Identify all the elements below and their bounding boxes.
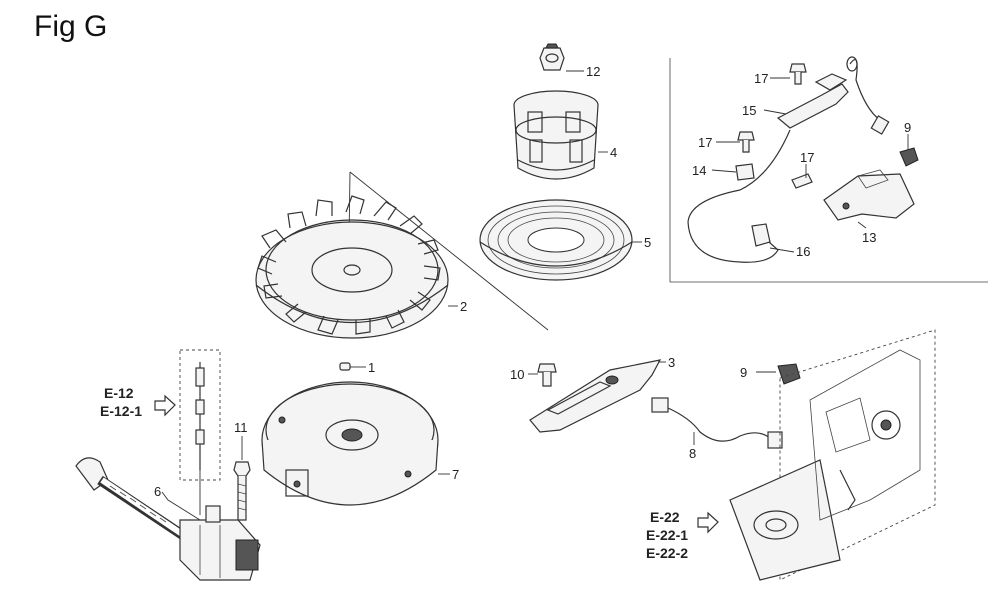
callout-4: 4 bbox=[610, 145, 617, 160]
part-17-screw-c bbox=[791, 173, 813, 189]
callout-1: 1 bbox=[368, 360, 375, 375]
inset-border bbox=[669, 58, 988, 283]
callout-9-upper: 9 bbox=[904, 120, 911, 135]
callout-9-lower: 9 bbox=[740, 365, 747, 380]
callout-10: 10 bbox=[510, 367, 524, 382]
part-17-screw-b bbox=[737, 131, 755, 153]
stop-wire bbox=[687, 56, 890, 263]
alignment-line-top bbox=[349, 171, 549, 331]
part-10-screw bbox=[537, 363, 557, 387]
part-2-flywheel-fan bbox=[255, 195, 449, 339]
callout-15: 15 bbox=[742, 103, 756, 118]
ref-label-e22-1: E-22-1 bbox=[646, 527, 688, 543]
callout-5: 5 bbox=[644, 235, 651, 250]
part-17-screw-a bbox=[789, 63, 807, 85]
part-13-stop-bracket bbox=[823, 169, 915, 221]
callout-7: 7 bbox=[452, 467, 459, 482]
callout-11: 11 bbox=[234, 420, 248, 435]
ref-label-e22: E-22 bbox=[650, 509, 680, 525]
part-14-clip bbox=[735, 163, 755, 181]
callout-14: 14 bbox=[692, 163, 706, 178]
part-11-bolt bbox=[233, 461, 251, 521]
callout-17-top: 17 bbox=[754, 71, 768, 86]
part-16-terminal bbox=[751, 223, 771, 247]
callout-2: 2 bbox=[460, 299, 467, 314]
ref-box-e12 bbox=[179, 349, 221, 481]
part-8-wire bbox=[651, 397, 783, 449]
callout-3: 3 bbox=[668, 355, 675, 370]
control-base-panel bbox=[729, 349, 921, 581]
part-9-clip-upper bbox=[899, 147, 919, 167]
part-9-clip-lower bbox=[777, 363, 801, 385]
callout-16: 16 bbox=[796, 244, 810, 259]
callout-13: 13 bbox=[862, 230, 876, 245]
part-6-ignition-coil bbox=[75, 457, 261, 581]
part-7-flywheel bbox=[261, 381, 439, 506]
ref-label-e12: E-12 bbox=[104, 385, 134, 401]
ref-label-e12-1: E-12-1 bbox=[100, 403, 142, 419]
figure-title: Fig G bbox=[34, 10, 108, 43]
part-5-screen-grid bbox=[479, 199, 633, 281]
ref-arrow-e22 bbox=[697, 511, 719, 534]
callout-8: 8 bbox=[689, 446, 696, 461]
callout-6: 6 bbox=[154, 484, 161, 499]
part-4-starter-cup bbox=[513, 90, 599, 180]
part-12-nut bbox=[539, 43, 565, 71]
part-1-key bbox=[339, 362, 351, 371]
part-3-cover bbox=[529, 359, 662, 433]
callout-12: 12 bbox=[586, 64, 600, 79]
callout-17-right: 17 bbox=[800, 150, 814, 165]
ref-arrow-e12 bbox=[154, 394, 176, 417]
part-15-bracket bbox=[776, 73, 849, 129]
ref-label-e22-2: E-22-2 bbox=[646, 545, 688, 561]
leader-lines bbox=[161, 70, 909, 521]
spark-plug-lead bbox=[195, 362, 205, 470]
callout-17-middle: 17 bbox=[698, 135, 712, 150]
